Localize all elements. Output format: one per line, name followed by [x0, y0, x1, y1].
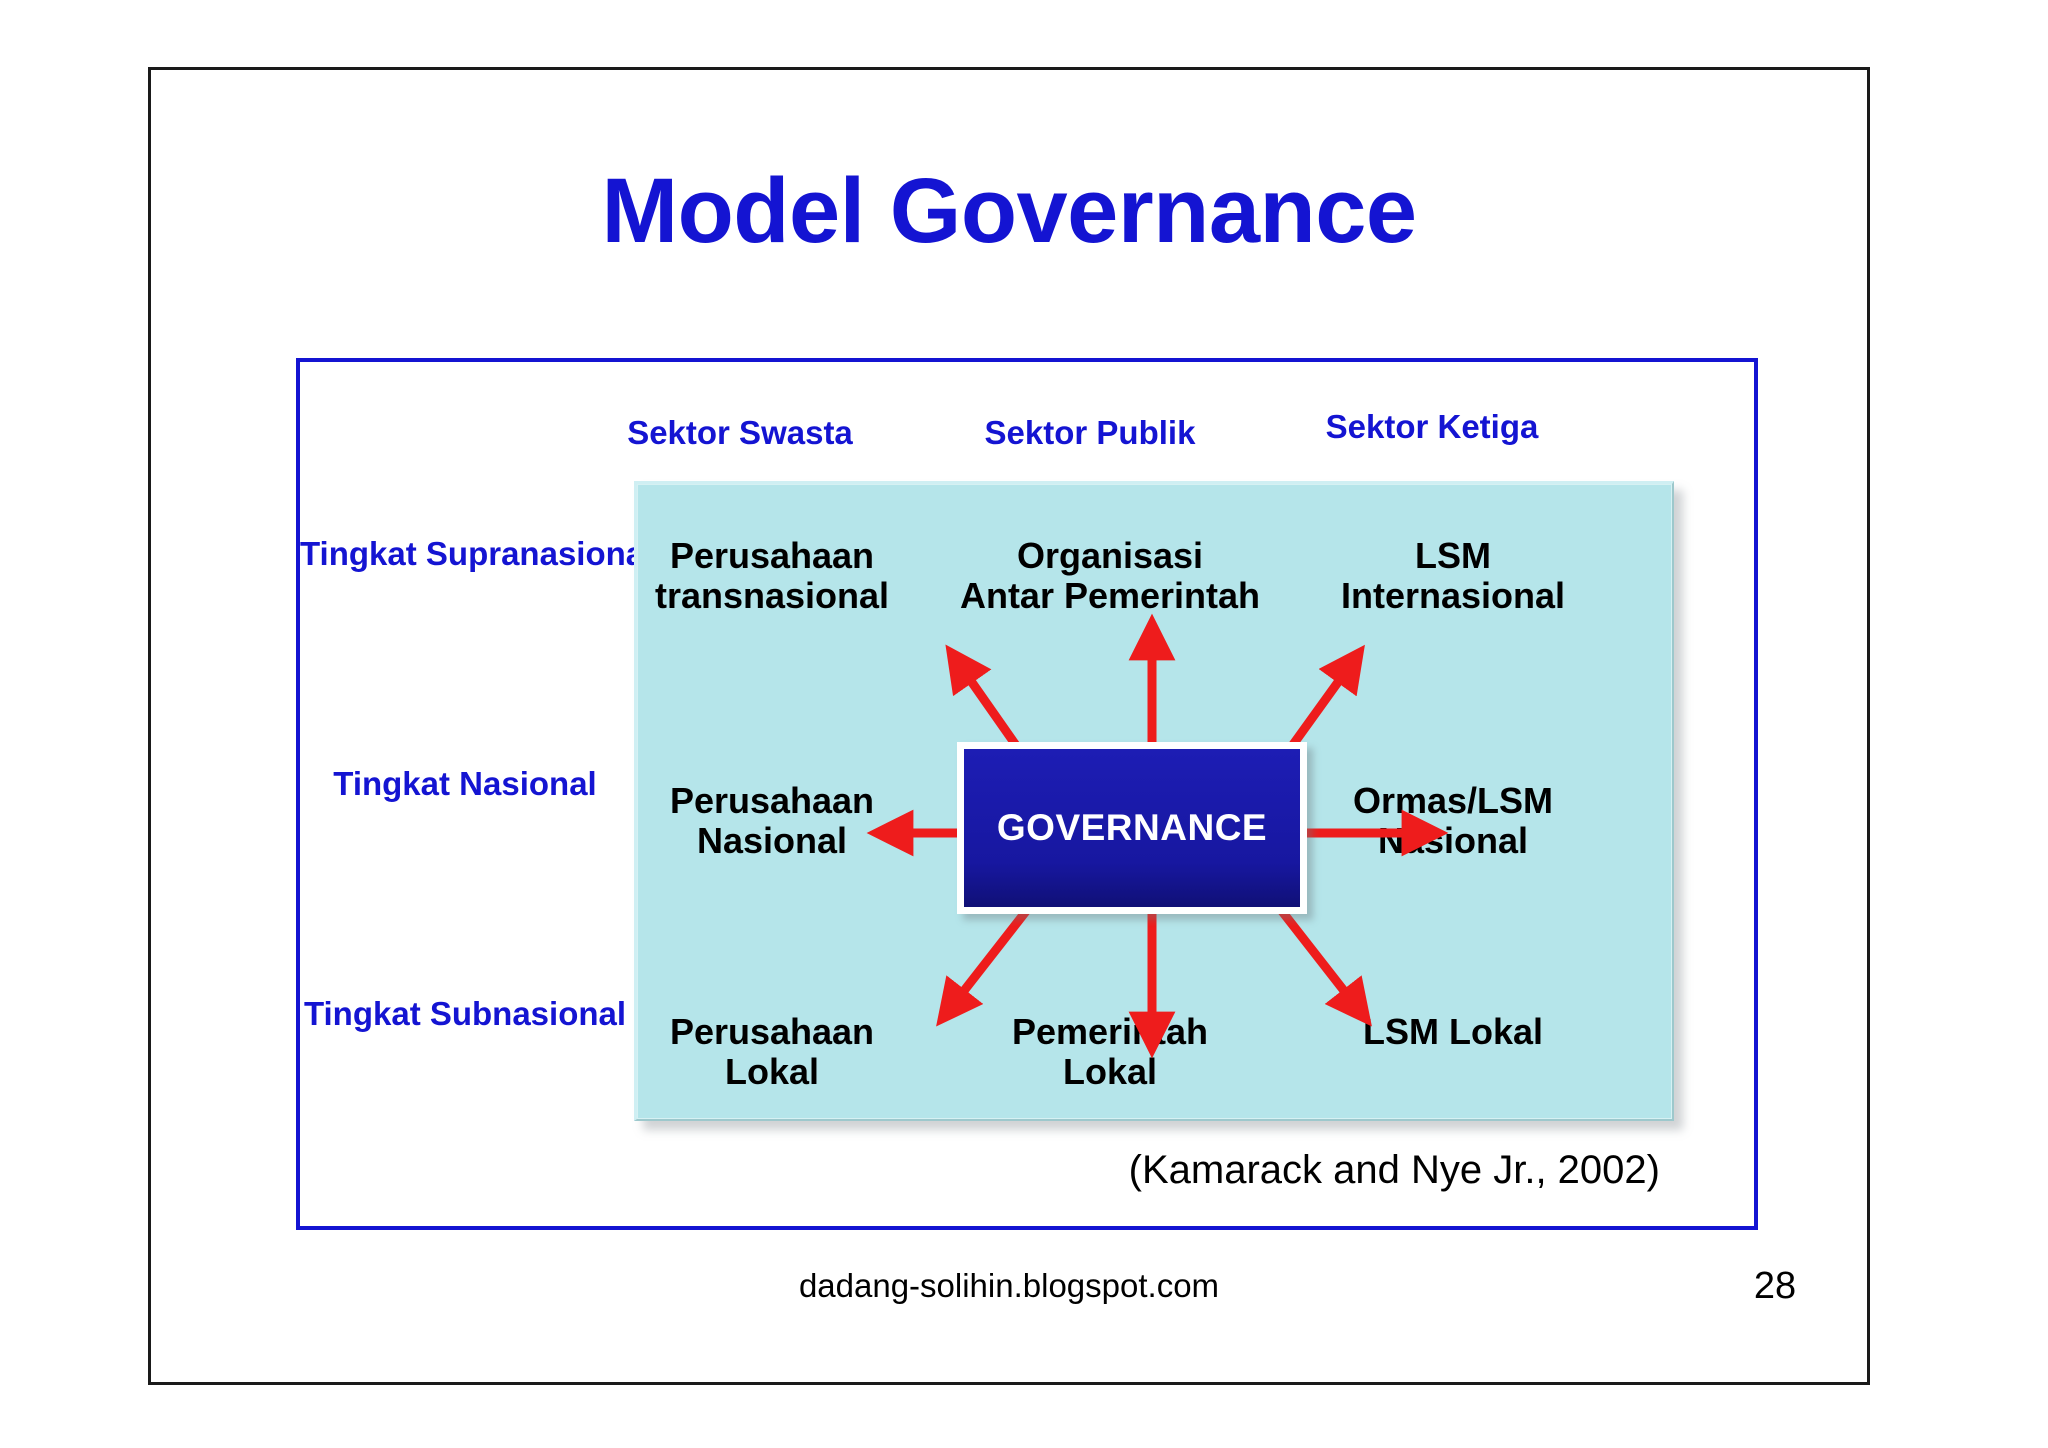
page-number: 28 [1753, 1265, 1797, 1307]
page-title: Model Governance [601, 160, 1417, 262]
node-lsm-internasional: LSM Internasional [1340, 535, 1566, 617]
sector-header-ketiga: Sektor Ketiga [1325, 408, 1539, 445]
sector-header-publik: Sektor Publik [984, 414, 1196, 451]
level-label-nasional: Tingkat Nasional [333, 765, 597, 802]
node-pemerintah-lokal: Pemerintah Lokal [1011, 1011, 1209, 1093]
sector-header-swasta: Sektor Swasta [627, 414, 853, 451]
node-lsm-lokal: LSM Lokal [1362, 1011, 1544, 1052]
footer-url: dadang-solihin.blogspot.com [798, 1267, 1220, 1304]
level-label-supranasional: Tingkat Supranasional [300, 535, 654, 572]
node-perusahaan-lokal: Perusahaan Lokal [669, 1011, 875, 1093]
node-perusahaan-transnasional: Perusahaan transnasional [654, 535, 890, 617]
governance-label: GOVERNANCE [996, 807, 1268, 848]
source-citation: (Kamarack and Nye Jr., 2002) [1128, 1148, 1660, 1192]
node-ormas-lsm-nasional: Ormas/LSM Nasional [1352, 780, 1554, 862]
level-label-subnasional: Tingkat Subnasional [303, 995, 627, 1032]
node-perusahaan-nasional: Perusahaan Nasional [669, 780, 875, 862]
governance-center-box: GOVERNANCE [957, 742, 1307, 914]
node-organisasi-antar-pemerintah: Organisasi Antar Pemerintah [959, 535, 1261, 617]
